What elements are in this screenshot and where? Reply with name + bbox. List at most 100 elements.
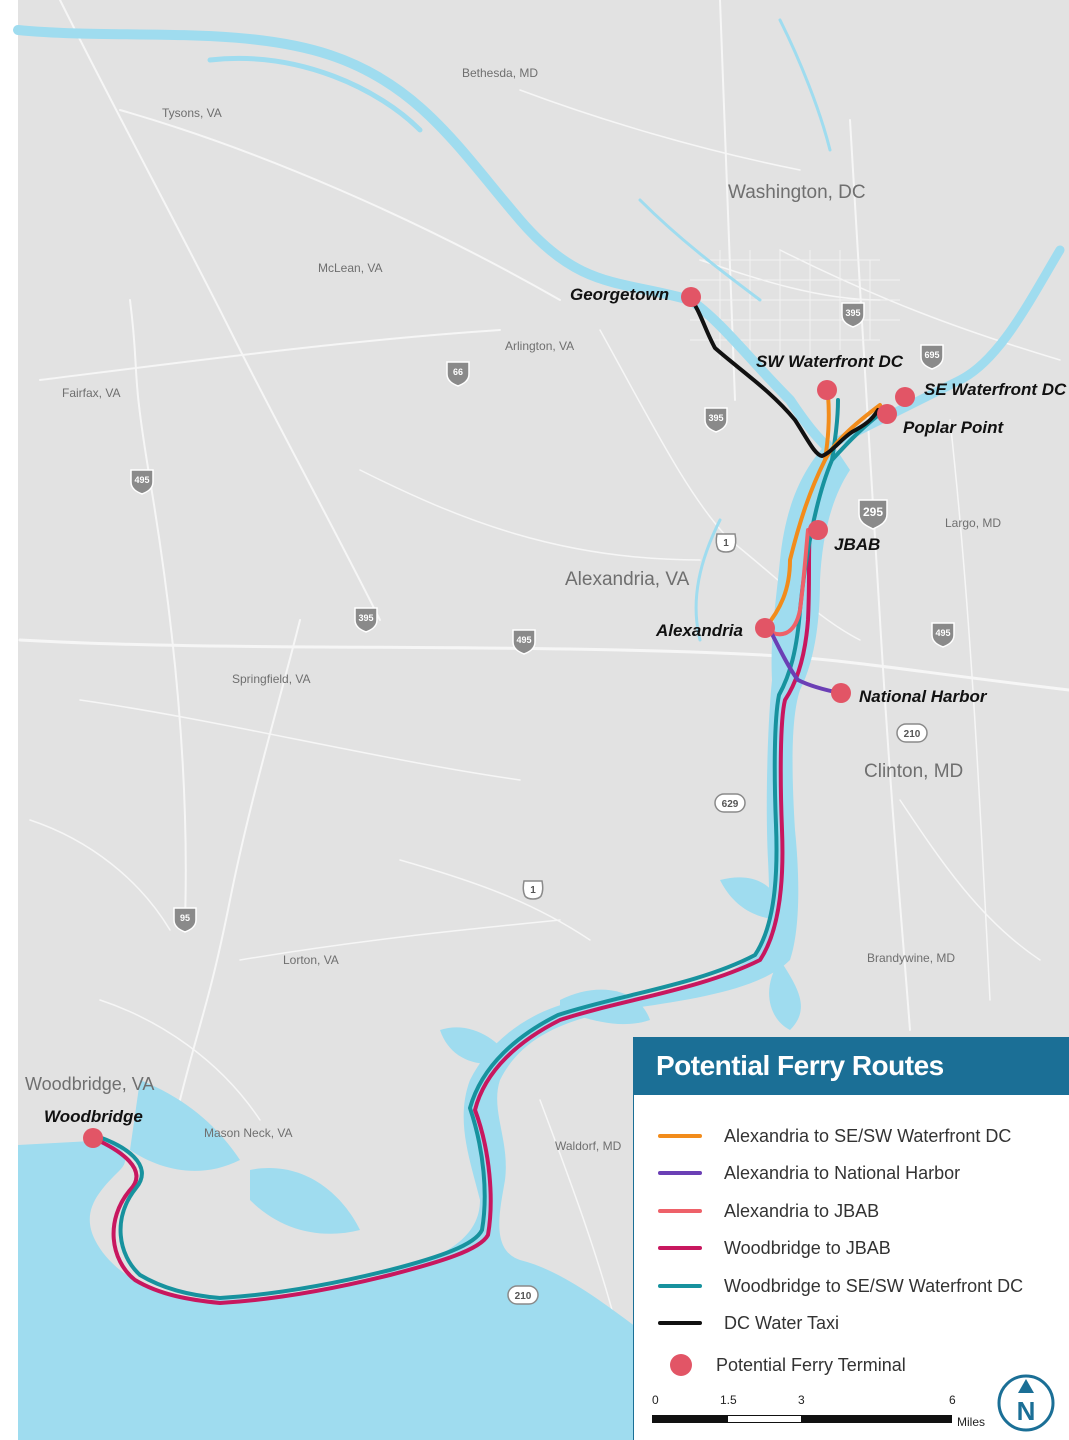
place-label-mclean: McLean, VA [318,261,382,275]
terminal-label-sw-waterfront: SW Waterfront DC [756,352,904,371]
state-route-shield-icon: 210 [507,1285,539,1305]
legend-swatch-coral [658,1209,702,1213]
interstate-shield-icon: 395 [354,607,378,633]
interstate-shield-icon: 495 [130,469,154,495]
interstate-shield-icon: 66 [446,361,470,387]
scale-segment [652,1415,727,1423]
terminal-dot-poplar-point[interactable] [877,404,897,424]
place-label-mason-neck: Mason Neck, VA [204,1126,292,1140]
terminal-dot-georgetown[interactable] [681,287,701,307]
terminal-dot-alexandria[interactable] [755,618,775,638]
terminal-label-national-harbor: National Harbor [859,687,988,706]
terminal-labels: Georgetown SW Waterfront DC SE Waterfron… [44,285,1067,1126]
legend-item-alexandria-waterfront: Alexandria to SE/SW Waterfront DC [658,1124,1011,1148]
road-network [18,0,1069,1341]
place-label-waldorf: Waldorf, MD [555,1139,622,1153]
place-label-clinton: Clinton, MD [864,761,963,782]
svg-text:395: 395 [358,613,373,623]
terminal-label-woodbridge: Woodbridge [44,1107,143,1126]
svg-text:210: 210 [904,729,921,740]
route-alexandria-jbab [763,528,810,637]
scale-tick: 3 [798,1393,805,1407]
scale-segment [802,1415,952,1423]
svg-text:1: 1 [723,538,729,549]
place-label-largo: Largo, MD [945,516,1001,530]
place-label-woodbridge-va: Woodbridge, VA [25,1074,154,1094]
route-alexandria-national-harbor [768,628,842,695]
legend-label: DC Water Taxi [724,1312,840,1333]
interstate-shield-icon: 295 [858,499,888,530]
scale-tick: 6 [949,1393,956,1407]
legend-label: Alexandria to JBAB [724,1200,880,1221]
legend-item-alexandria-jbab: Alexandria to JBAB [658,1199,879,1223]
svg-text:629: 629 [722,799,739,810]
legend-label: Potential Ferry Terminal [716,1354,906,1375]
map-left-border [0,0,18,1440]
terminal-label-georgetown: Georgetown [570,285,669,304]
legend-item-terminal: Potential Ferry Terminal [658,1353,906,1377]
interstate-shield-icon: 495 [512,629,536,655]
terminal-dot-national-harbor[interactable] [831,683,851,703]
svg-text:695: 695 [924,350,939,360]
svg-text:395: 395 [708,413,723,423]
legend-item-woodbridge-waterfront: Woodbridge to SE/SW Waterfront DC [658,1274,1023,1298]
svg-text:495: 495 [935,628,950,638]
interstate-shield-icon: 395 [841,302,865,328]
interstate-shield-icon: 395 [704,407,728,433]
potomac-inlets [130,877,801,1234]
terminal-label-alexandria: Alexandria [655,621,743,640]
legend-item-alexandria-national-harbor: Alexandria to National Harbor [658,1161,960,1185]
north-arrow-icon: N [997,1374,1055,1432]
place-label-fairfax: Fairfax, VA [62,386,120,400]
dc-street-grid [690,250,900,370]
ferry-routes [91,296,887,1305]
terminal-dot-woodbridge[interactable] [83,1128,103,1148]
legend-panel: Potential Ferry Routes Alexandria to SE/… [633,1037,1069,1440]
scale-tick: 0 [652,1393,659,1407]
place-label-washington: Washington, DC [728,182,866,203]
svg-text:295: 295 [863,505,883,519]
highway-shields: 395 695 66 395 495 295 1 395 495 495 210… [130,302,955,1305]
place-label-alexandria-va: Alexandria, VA [565,569,690,590]
potomac-river [18,440,850,1440]
legend-swatch-black [658,1321,702,1325]
svg-text:495: 495 [516,635,531,645]
scale-unit: Miles [957,1415,986,1429]
terminal-label-jbab: JBAB [834,535,880,554]
us-route-shield-icon: 1 [715,533,737,553]
route-dc-water-taxi [688,296,880,458]
legend-title: Potential Ferry Routes [634,1037,1069,1095]
place-label-bethesda: Bethesda, MD [462,66,538,80]
state-route-shield-icon: 210 [896,723,928,743]
terminal-dot-jbab[interactable] [808,520,828,540]
place-label-springfield: Springfield, VA [232,672,311,686]
terminal-dot-se-waterfront[interactable] [895,387,915,407]
ferry-terminals [83,287,915,1148]
legend-label: Woodbridge to SE/SW Waterfront DC [724,1275,1024,1296]
legend-item-woodbridge-jbab: Woodbridge to JBAB [658,1236,891,1260]
legend-label: Alexandria to SE/SW Waterfront DC [724,1125,1012,1146]
state-route-shield-icon: 629 [714,793,746,813]
terminal-dot-sw-waterfront[interactable] [817,380,837,400]
place-labels: Bethesda, MD Tysons, VA Washington, DC M… [25,66,1001,1153]
legend-swatch-teal [658,1284,702,1288]
terminal-label-se-waterfront: SE Waterfront DC [924,380,1067,399]
svg-text:66: 66 [453,367,463,377]
interstate-shield-icon: 95 [173,907,197,933]
route-woodbridge-jbab [91,528,812,1305]
place-label-lorton: Lorton, VA [283,953,339,967]
scale-segment [727,1415,802,1423]
place-label-brandywine: Brandywine, MD [867,951,955,965]
us-route-shield-icon: 1 [522,880,544,900]
svg-text:1: 1 [530,885,536,896]
legend-item-dc-water-taxi: DC Water Taxi [658,1311,839,1335]
terminal-label-poplar-point: Poplar Point [903,418,1004,437]
place-label-arlington: Arlington, VA [505,339,574,353]
legend-swatch-orange [658,1134,702,1138]
terminal-dot-icon [670,1354,692,1376]
svg-text:395: 395 [845,308,860,318]
interstate-shield-icon: 495 [931,622,955,648]
legend-label: Alexandria to National Harbor [724,1162,961,1183]
place-label-tysons: Tysons, VA [162,106,222,120]
